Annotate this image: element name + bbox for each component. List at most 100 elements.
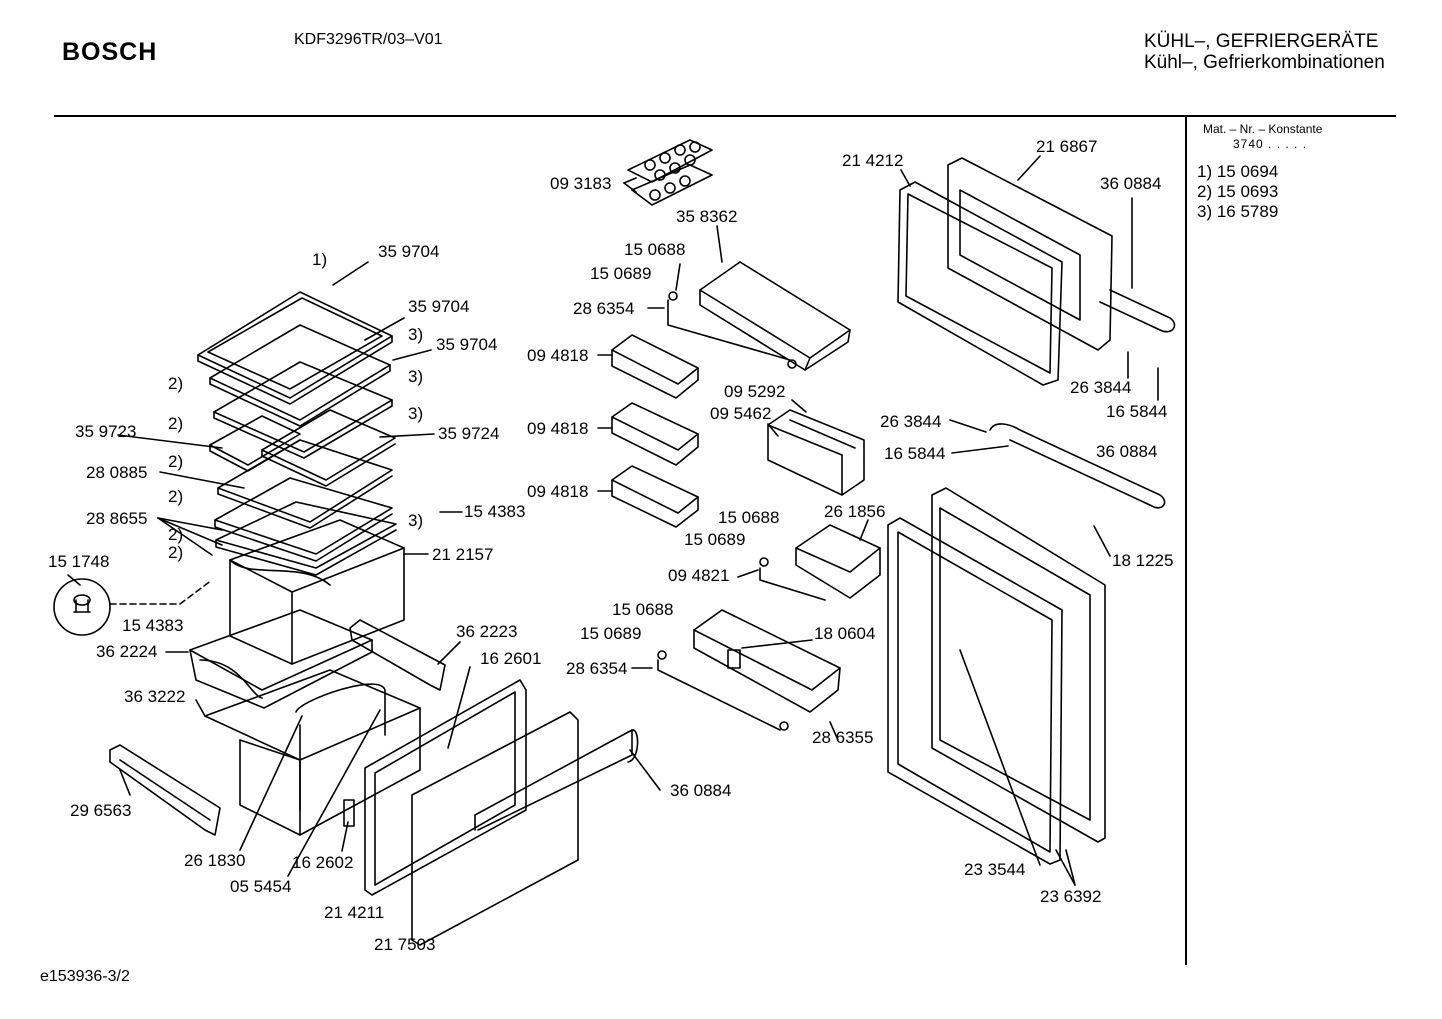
drawer-handle-bar [295, 683, 386, 811]
glass-shelf-top [197, 291, 393, 405]
hinge-part [343, 799, 355, 827]
note-2: 2) 15 0693 [1197, 182, 1279, 201]
mat-number-value: 3740 . . . . . [1233, 137, 1308, 151]
part-label: 15 0688 [612, 600, 674, 619]
part-label: 26 3844 [1070, 378, 1132, 397]
part-label: 09 4818 [527, 346, 589, 365]
part-label: 36 2223 [456, 622, 518, 641]
glass-shelf-2 [209, 324, 391, 427]
part-label: 21 6867 [1036, 137, 1098, 156]
part-label: 16 2602 [292, 853, 354, 872]
note-marker: 2) [168, 374, 184, 393]
part-label: 23 6392 [1040, 887, 1102, 906]
part-label: 28 6354 [566, 659, 628, 678]
part-label: 35 9723 [75, 422, 137, 441]
glass-shelf-3 [213, 361, 393, 459]
leader-lines [67, 155, 1159, 886]
part-label: 18 0604 [814, 624, 876, 643]
part-label: 28 6355 [812, 728, 874, 747]
part-label: 35 9704 [436, 335, 498, 354]
note-marker: 3) [408, 511, 424, 530]
part-label: 09 5292 [724, 382, 786, 401]
part-label: 09 3183 [550, 174, 612, 193]
part-label: 35 8362 [676, 207, 738, 226]
part-label: 15 0689 [580, 624, 642, 643]
part-label: 26 1856 [824, 502, 886, 521]
part-label: 36 3222 [124, 687, 186, 706]
freezer-drawer [204, 669, 421, 836]
part-label: 35 9704 [378, 242, 440, 261]
part-label: 09 5462 [710, 404, 772, 423]
part-label: 21 2157 [432, 545, 494, 564]
part-label: 35 9704 [408, 297, 470, 316]
knob-detail [53, 578, 111, 636]
part-label: 16 5844 [884, 444, 946, 463]
drawing-id: e153936-3/2 [40, 968, 130, 985]
door-rod-lower [657, 650, 789, 731]
shelf-frame-6 [214, 477, 393, 562]
part-label: 09 4818 [527, 482, 589, 501]
part-label: 23 3544 [964, 860, 1026, 879]
part-label: 15 0689 [590, 264, 652, 283]
part-label: 21 4212 [842, 151, 904, 170]
part-label: 21 7503 [374, 935, 436, 954]
door-rod-upper [667, 291, 797, 369]
part-label: 09 4818 [527, 419, 589, 438]
mat-number-label: Mat. – Nr. – Konstante [1203, 122, 1323, 136]
side-panel-divider [1185, 115, 1187, 965]
note-marker: 2) [168, 543, 184, 562]
part-label: 15 1748 [48, 552, 110, 571]
door-shelf-large [699, 261, 851, 371]
part-label: 36 0884 [1096, 442, 1158, 461]
note-marker: 1) [312, 250, 328, 269]
category-subtitle: Kühl–, Gefrierkombinationen [1144, 52, 1385, 73]
part-label: 16 2601 [480, 649, 542, 668]
upper-door-panel [947, 157, 1113, 351]
part-label: 36 0884 [670, 781, 732, 800]
note-marker: 3) [408, 404, 424, 423]
egg-tray [627, 139, 713, 206]
part-label: 18 1225 [1112, 551, 1174, 570]
part-label: 36 0884 [1100, 174, 1162, 193]
dairy-compartment [693, 609, 841, 713]
part-label: 26 1830 [184, 851, 246, 870]
note-3: 3) 16 5789 [1197, 202, 1279, 221]
part-label: 28 6354 [573, 299, 635, 318]
drawer-rail [109, 744, 221, 836]
part-label: 15 0688 [718, 508, 780, 527]
small-door-bin [795, 524, 881, 599]
part-label: 21 4211 [324, 903, 385, 922]
door-bin-1 [611, 334, 699, 399]
freezer-door-frame [364, 679, 527, 896]
bottle-holder [767, 409, 865, 496]
note-marker: 3) [408, 367, 424, 386]
door-bin-2 [611, 402, 699, 466]
part-label: 36 2224 [96, 642, 158, 661]
part-label: 15 4383 [464, 502, 526, 521]
glass-shelf-5 [217, 439, 393, 529]
note-1: 1) 15 0694 [1197, 162, 1279, 181]
part-label: 15 0688 [624, 240, 686, 259]
note-marker: 2) [168, 452, 184, 471]
model-number: KDF3296TR/03–V01 [294, 31, 443, 48]
header-divider [54, 115, 1396, 117]
part-label: 05 5454 [230, 877, 292, 896]
part-label: 15 4383 [122, 616, 184, 635]
fridge-door-panel [931, 487, 1106, 843]
door-handle-middle [989, 423, 1166, 509]
door-rod-middle [759, 557, 826, 601]
part-label: 28 0885 [86, 463, 148, 482]
glass-shelf-4 [261, 409, 396, 487]
brand-logo: BOSCH [62, 38, 158, 66]
fridge-door-gasket [887, 517, 1063, 865]
part-label: 26 3844 [880, 412, 942, 431]
part-label: 35 9724 [438, 424, 500, 443]
part-label: 16 5844 [1106, 402, 1168, 421]
part-label: 15 0689 [684, 530, 746, 549]
note-marker: 2) [168, 487, 184, 506]
freezer-door [411, 711, 639, 946]
note-marker: 3) [408, 325, 424, 344]
shelf-frame-7 [215, 501, 397, 576]
note-marker: 2) [168, 525, 184, 544]
